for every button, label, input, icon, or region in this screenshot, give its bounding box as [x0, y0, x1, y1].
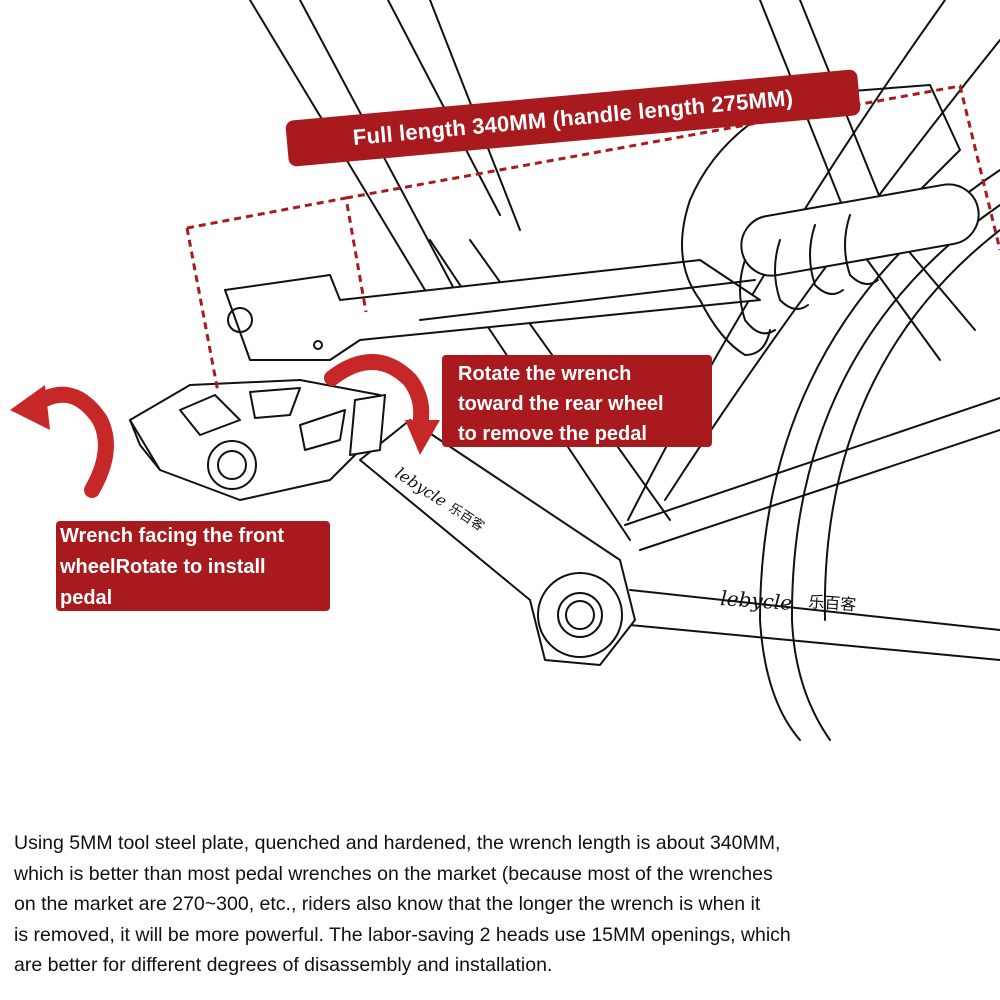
remove-pedal-line: toward the rear wheel — [458, 393, 664, 415]
install-pedal-line: pedal — [60, 587, 113, 609]
install-pedal-line: Wrench facing the front — [60, 525, 285, 547]
wrench-brand-logo: lebycle — [720, 586, 793, 615]
length-dimension-guides — [185, 84, 1000, 393]
remove-pedal-line: Rotate the wrench — [458, 363, 632, 385]
crank-arm — [359, 419, 636, 666]
wrench-brand-cjk: 乐百客 — [808, 592, 857, 614]
description-line: on the market are 270~300, etc., riders … — [14, 893, 761, 915]
curved-arrow-icon — [324, 354, 440, 455]
pedal — [129, 379, 386, 501]
install-pedal-callout: Wrench facing the front wheelRotate to i… — [56, 521, 330, 611]
description-line: is removed, it will be more powerful. Th… — [14, 923, 791, 946]
remove-pedal-callout: Rotate the wrench toward the rear wheel … — [442, 355, 712, 447]
description-line: are better for different degrees of disa… — [14, 954, 553, 976]
curved-arrow-icon — [10, 385, 114, 498]
pedal-wrench — [224, 259, 761, 361]
pedal-wrench-illustration: lebycle 乐百客 lebycle 乐百客 — [10, 0, 1000, 741]
description-line: Using 5MM tool steel plate, quenched and… — [14, 832, 781, 854]
product-description: Using 5MM tool steel plate, quenched and… — [14, 828, 1000, 981]
install-pedal-line: wheelRotate to install — [60, 556, 266, 578]
remove-pedal-line: to remove the pedal — [458, 423, 647, 445]
description-line: which is better than most pedal wrenches… — [14, 862, 773, 885]
